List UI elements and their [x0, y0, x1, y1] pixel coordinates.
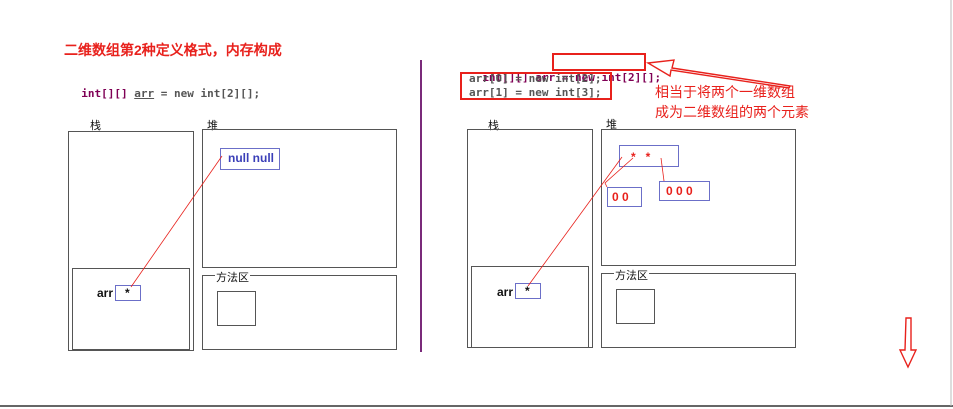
left-heap-area [202, 129, 397, 268]
left-method-item [217, 291, 256, 326]
explanation-note: 相当于将两个一维数组 成为二维数组的两个元素 [655, 82, 809, 122]
note-arrow [645, 59, 792, 89]
right-method-item [616, 289, 655, 324]
right-code-line-2: arr[0] = new int[2]; [469, 72, 602, 85]
code1-part-a: int[][] arr = [482, 71, 575, 84]
right-heap-area [601, 129, 796, 266]
right-code-line-3: arr[1] = new int[3]; [469, 86, 602, 99]
code1-part-b: new int[2][]; [574, 71, 662, 84]
left-code-line: int[][] arr = new int[2][]; [68, 74, 260, 100]
left-stack-frame [72, 268, 190, 350]
right-code-line-1: int[][] arr = new int[2][]; [469, 58, 661, 84]
left-method-label: 方法区 [215, 269, 250, 285]
right-var-cell [515, 283, 541, 299]
right-stack-label: 栈 [488, 120, 499, 132]
right-arr1-values: 0 0 0 [666, 184, 693, 198]
left-stack-label: 栈 [90, 120, 101, 132]
highlight-assignments [460, 72, 612, 100]
left-var-cell [115, 285, 141, 301]
right-ref-line-a1 [660, 157, 665, 182]
right-var-name: arr [497, 285, 514, 299]
right-arr1-cell [659, 181, 710, 201]
left-stack-area [68, 131, 194, 351]
down-arrow-icon [898, 317, 918, 369]
code-type: int[][] [81, 87, 135, 100]
left-var-name: arr [97, 286, 114, 300]
right-heap-refs: * * [631, 150, 651, 164]
left-ref-line [130, 155, 223, 288]
right-method-area [601, 273, 796, 348]
right-heap-label: 堆 [606, 119, 617, 131]
slide-title: 二维数组第2种定义格式，内存构成 [64, 42, 282, 58]
note-line-1: 相当于将两个一维数组 [655, 84, 795, 100]
left-heap-null-cell [220, 148, 280, 170]
right-ref-line [527, 156, 623, 287]
left-heap-null-text: null null [228, 151, 274, 165]
right-ref-line-a0 [604, 157, 634, 188]
code-var: arr [134, 87, 155, 100]
left-method-area [202, 275, 397, 350]
highlight-new-int [552, 53, 646, 71]
note-line-2: 成为二维数组的两个元素 [655, 104, 809, 120]
right-arr0-cell [607, 187, 642, 207]
right-var-ref: * [525, 284, 530, 298]
right-method-label: 方法区 [614, 267, 649, 283]
left-heap-label: 堆 [207, 120, 218, 132]
code-rest: = new int[2][]; [154, 87, 261, 100]
right-arr0-values: 0 0 [612, 190, 629, 204]
right-stack-frame [471, 266, 589, 348]
right-heap-refs-cell [619, 145, 679, 167]
left-var-ref: * [125, 286, 130, 300]
panel-divider [420, 60, 422, 352]
